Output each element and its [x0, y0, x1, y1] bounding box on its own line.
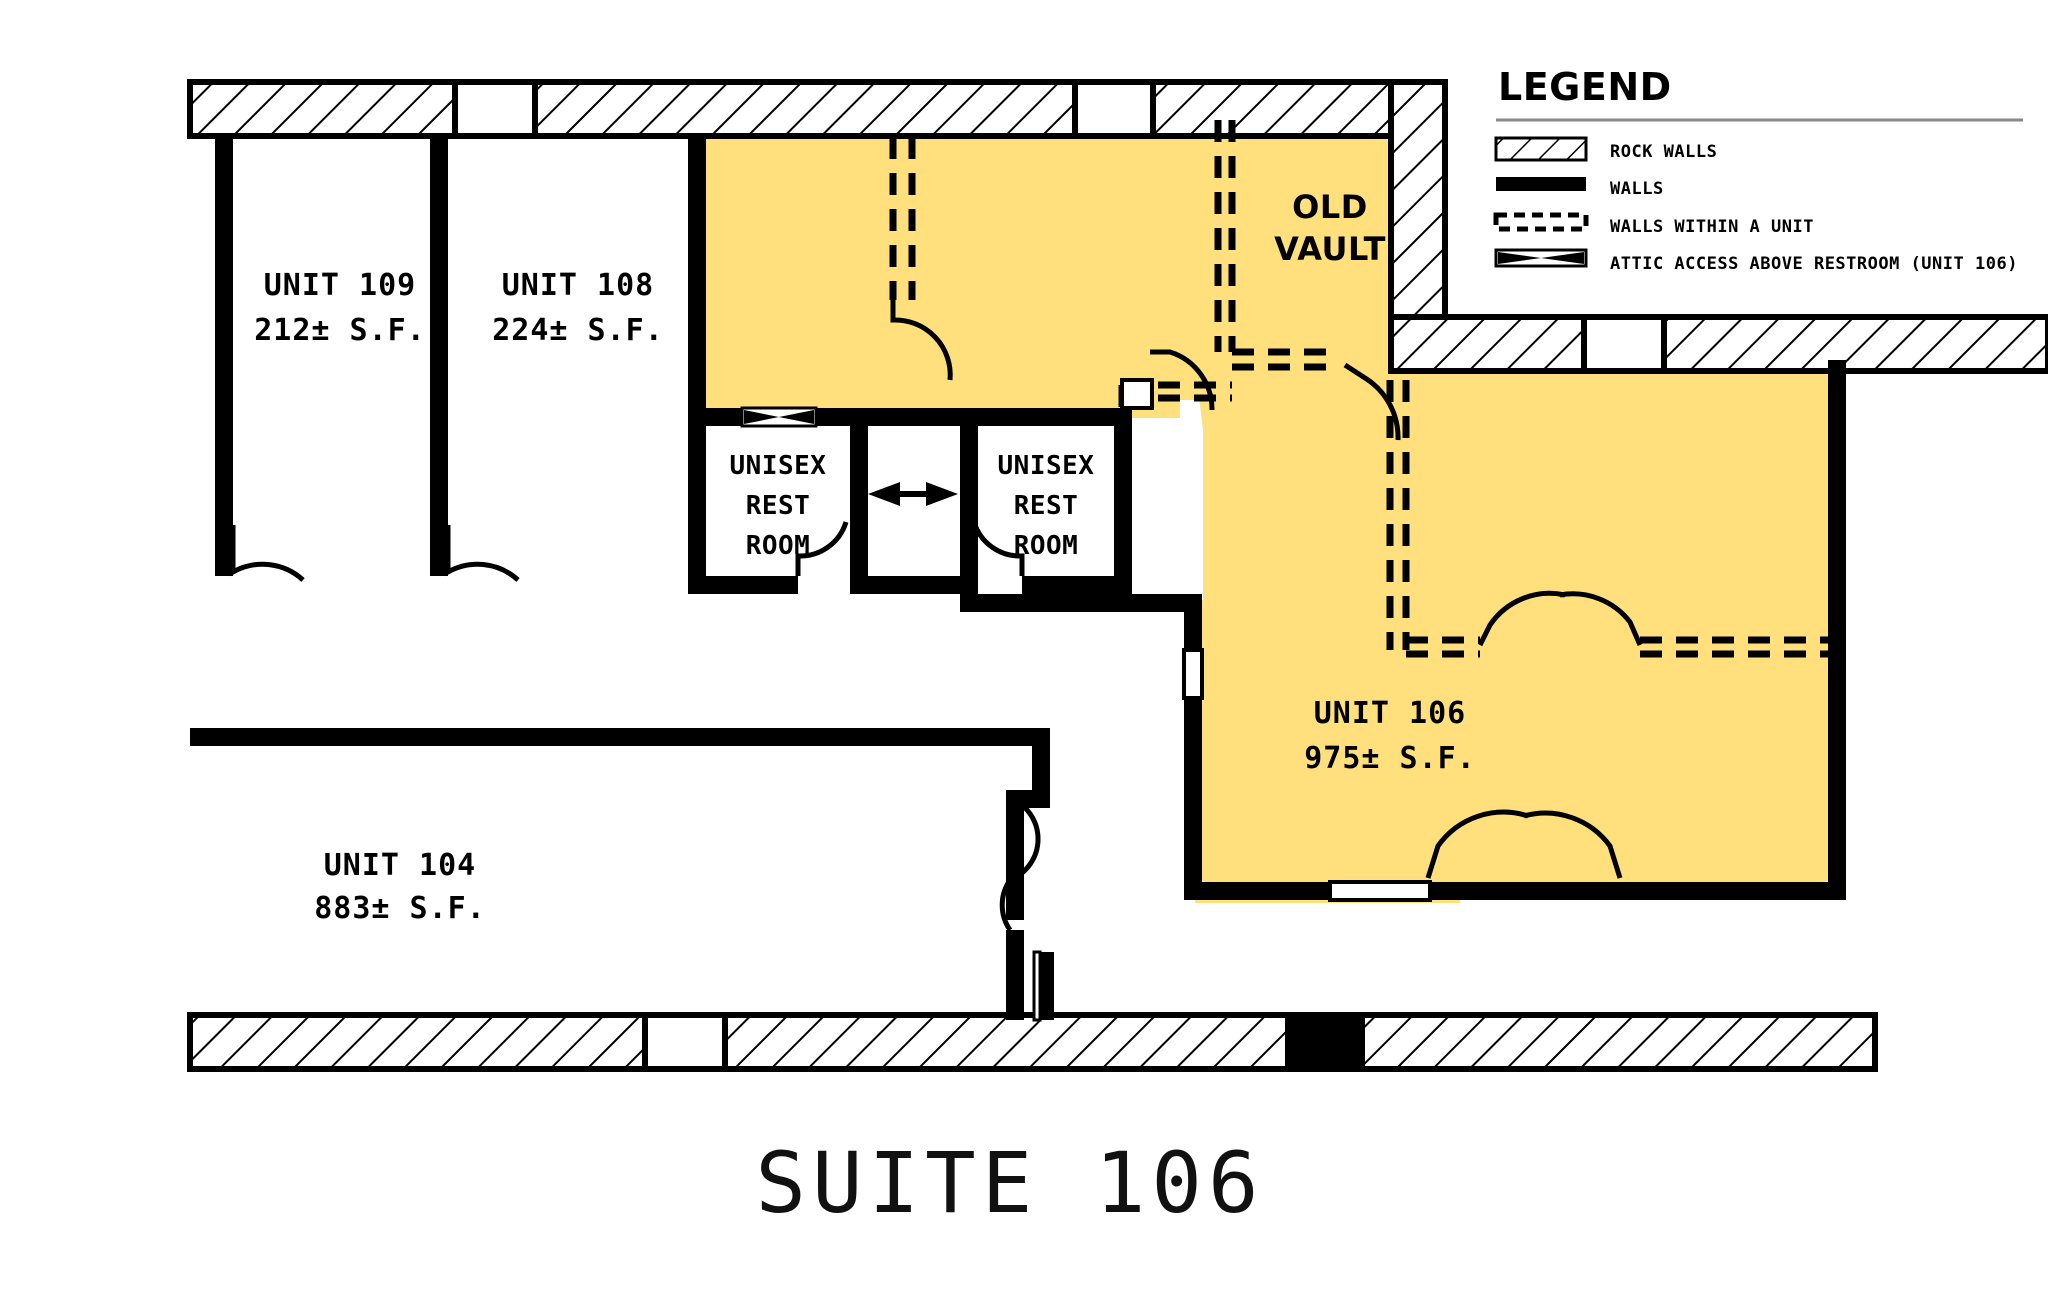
doorway-bar [898, 491, 928, 497]
wall-unit104-right-a [1032, 728, 1050, 798]
unit-109-area: 212± S.F. [254, 313, 426, 348]
restroom-2-line2: REST [1014, 491, 1079, 521]
unit-104-name: UNIT 104 [324, 848, 477, 883]
old-vault-line2: VAULT [1274, 230, 1386, 268]
wall-restroom-right [1114, 408, 1132, 576]
highlighted-suite-fill [703, 120, 1836, 903]
restroom-2-line3: ROOM [1014, 531, 1079, 561]
door-restroom-1 [795, 521, 849, 576]
rock-wall-right-upper [1388, 79, 1448, 347]
restroom-1-line1: UNISEX [730, 451, 827, 481]
page-title: SUITE 106 [755, 1134, 1264, 1232]
door-u106-bot-a [1425, 809, 1529, 879]
unit-108-area: 224± S.F. [492, 313, 664, 348]
plan-labels: UNIT 109 212± S.F. UNIT 108 224± S.F. UN… [254, 188, 1476, 926]
unit106-area-fill [1196, 360, 1836, 903]
wall-unit104-doorjamb [1040, 952, 1054, 1020]
wall-restroom-bot-b [850, 576, 978, 594]
legend: LEGEND ROCK WALLS WALLS WALLS WITHIN A U… [1493, 65, 2023, 274]
door-u106-upper [1343, 362, 1401, 441]
wall-restroom-left [688, 408, 706, 576]
legend-label-attic-access: ATTIC ACCESS ABOVE RESTROOM (UNIT 106) [1610, 254, 2018, 274]
door-unit104-a [1009, 795, 1041, 883]
unit-104-area: 883± S.F. [314, 891, 486, 926]
legend-label-rock-walls: ROCK WALLS [1610, 142, 1717, 162]
door-swings-group [230, 300, 1643, 932]
walls-within-unit-group [889, 120, 1828, 658]
wall-unit106-right [1828, 360, 1846, 900]
unit-108-name: UNIT 108 [502, 268, 655, 303]
restroom-1-line2: REST [746, 491, 811, 521]
legend-row-walls-within-unit: WALLS WITHIN A UNIT [1493, 212, 1814, 237]
legend-row-rock-walls: ROCK WALLS [1494, 136, 1717, 162]
old-vault-line1: OLD [1292, 188, 1368, 226]
legend-title: LEGEND [1498, 65, 1672, 109]
door-vault-b [1150, 349, 1215, 411]
wall-unit104-top [190, 728, 1050, 746]
door-u106-bot-b [1523, 810, 1623, 879]
door-vault-a [890, 300, 953, 381]
opening-vault [1120, 378, 1154, 410]
wall-unit106-bottom-left [1184, 882, 1304, 900]
unit-109-name: UNIT 109 [264, 268, 417, 303]
rock-wall-top [187, 79, 1448, 139]
dashed-swatch-icon [1493, 212, 1589, 232]
attic-access-symbol [740, 406, 818, 428]
restroom-2-line1: UNISEX [998, 451, 1095, 481]
wall-unit106-left [1184, 594, 1202, 900]
rock-wall-mid-right [1388, 314, 2048, 374]
misc-openings [1120, 378, 1432, 902]
attic-swatch-bowtie [1498, 252, 1584, 264]
unit106-fill-ext [1195, 600, 1260, 903]
restroom-doorway-markers [868, 482, 958, 506]
door-unit109 [230, 525, 305, 582]
wall-restroom-div-1 [850, 408, 868, 576]
wall-unit109-108 [430, 136, 448, 576]
door-restroom-2 [971, 521, 1025, 576]
doorway-arrow-right [926, 482, 958, 506]
legend-label-walls: WALLS [1610, 179, 1664, 199]
door-u106-mid-a [1477, 590, 1566, 647]
solid-walls-group [190, 136, 1846, 1022]
opening-u106-left [1182, 648, 1204, 700]
solid-swatch-icon [1496, 177, 1586, 191]
legend-label-walls-within-unit: WALLS WITHIN A UNIT [1610, 217, 1814, 237]
wall-restroom-bot-c [1022, 576, 1132, 594]
wall-restroom-div-2 [960, 408, 978, 576]
rock-walls-group [187, 79, 2048, 1072]
unit104-door-leaf [1032, 950, 1042, 1022]
wall-restroom-bot-a [688, 576, 798, 594]
wall-unit109-left [215, 136, 233, 576]
wall-unit104-right-b [1006, 790, 1024, 920]
opening-u106-bottom [1328, 880, 1432, 902]
legend-row-attic-access: ATTIC ACCESS ABOVE RESTROOM (UNIT 106) [1494, 248, 2018, 274]
door-unit104-b [999, 878, 1013, 932]
unit-106-area: 975± S.F. [1304, 741, 1476, 776]
door-u106-mid-b [1559, 591, 1643, 646]
wall-corridor-right [960, 594, 1202, 612]
doorway-arrow-left [868, 482, 900, 506]
legend-row-walls: WALLS [1496, 177, 1664, 199]
wall-unit104-right-c [1006, 930, 1024, 1020]
restroom-1-line3: ROOM [746, 531, 811, 561]
door-unit108 [445, 525, 520, 582]
hatch-swatch-icon [1494, 136, 1588, 162]
rock-wall-bottom [187, 1012, 1878, 1072]
vault-area-fill [703, 120, 1395, 418]
unit-106-name: UNIT 106 [1314, 696, 1467, 731]
